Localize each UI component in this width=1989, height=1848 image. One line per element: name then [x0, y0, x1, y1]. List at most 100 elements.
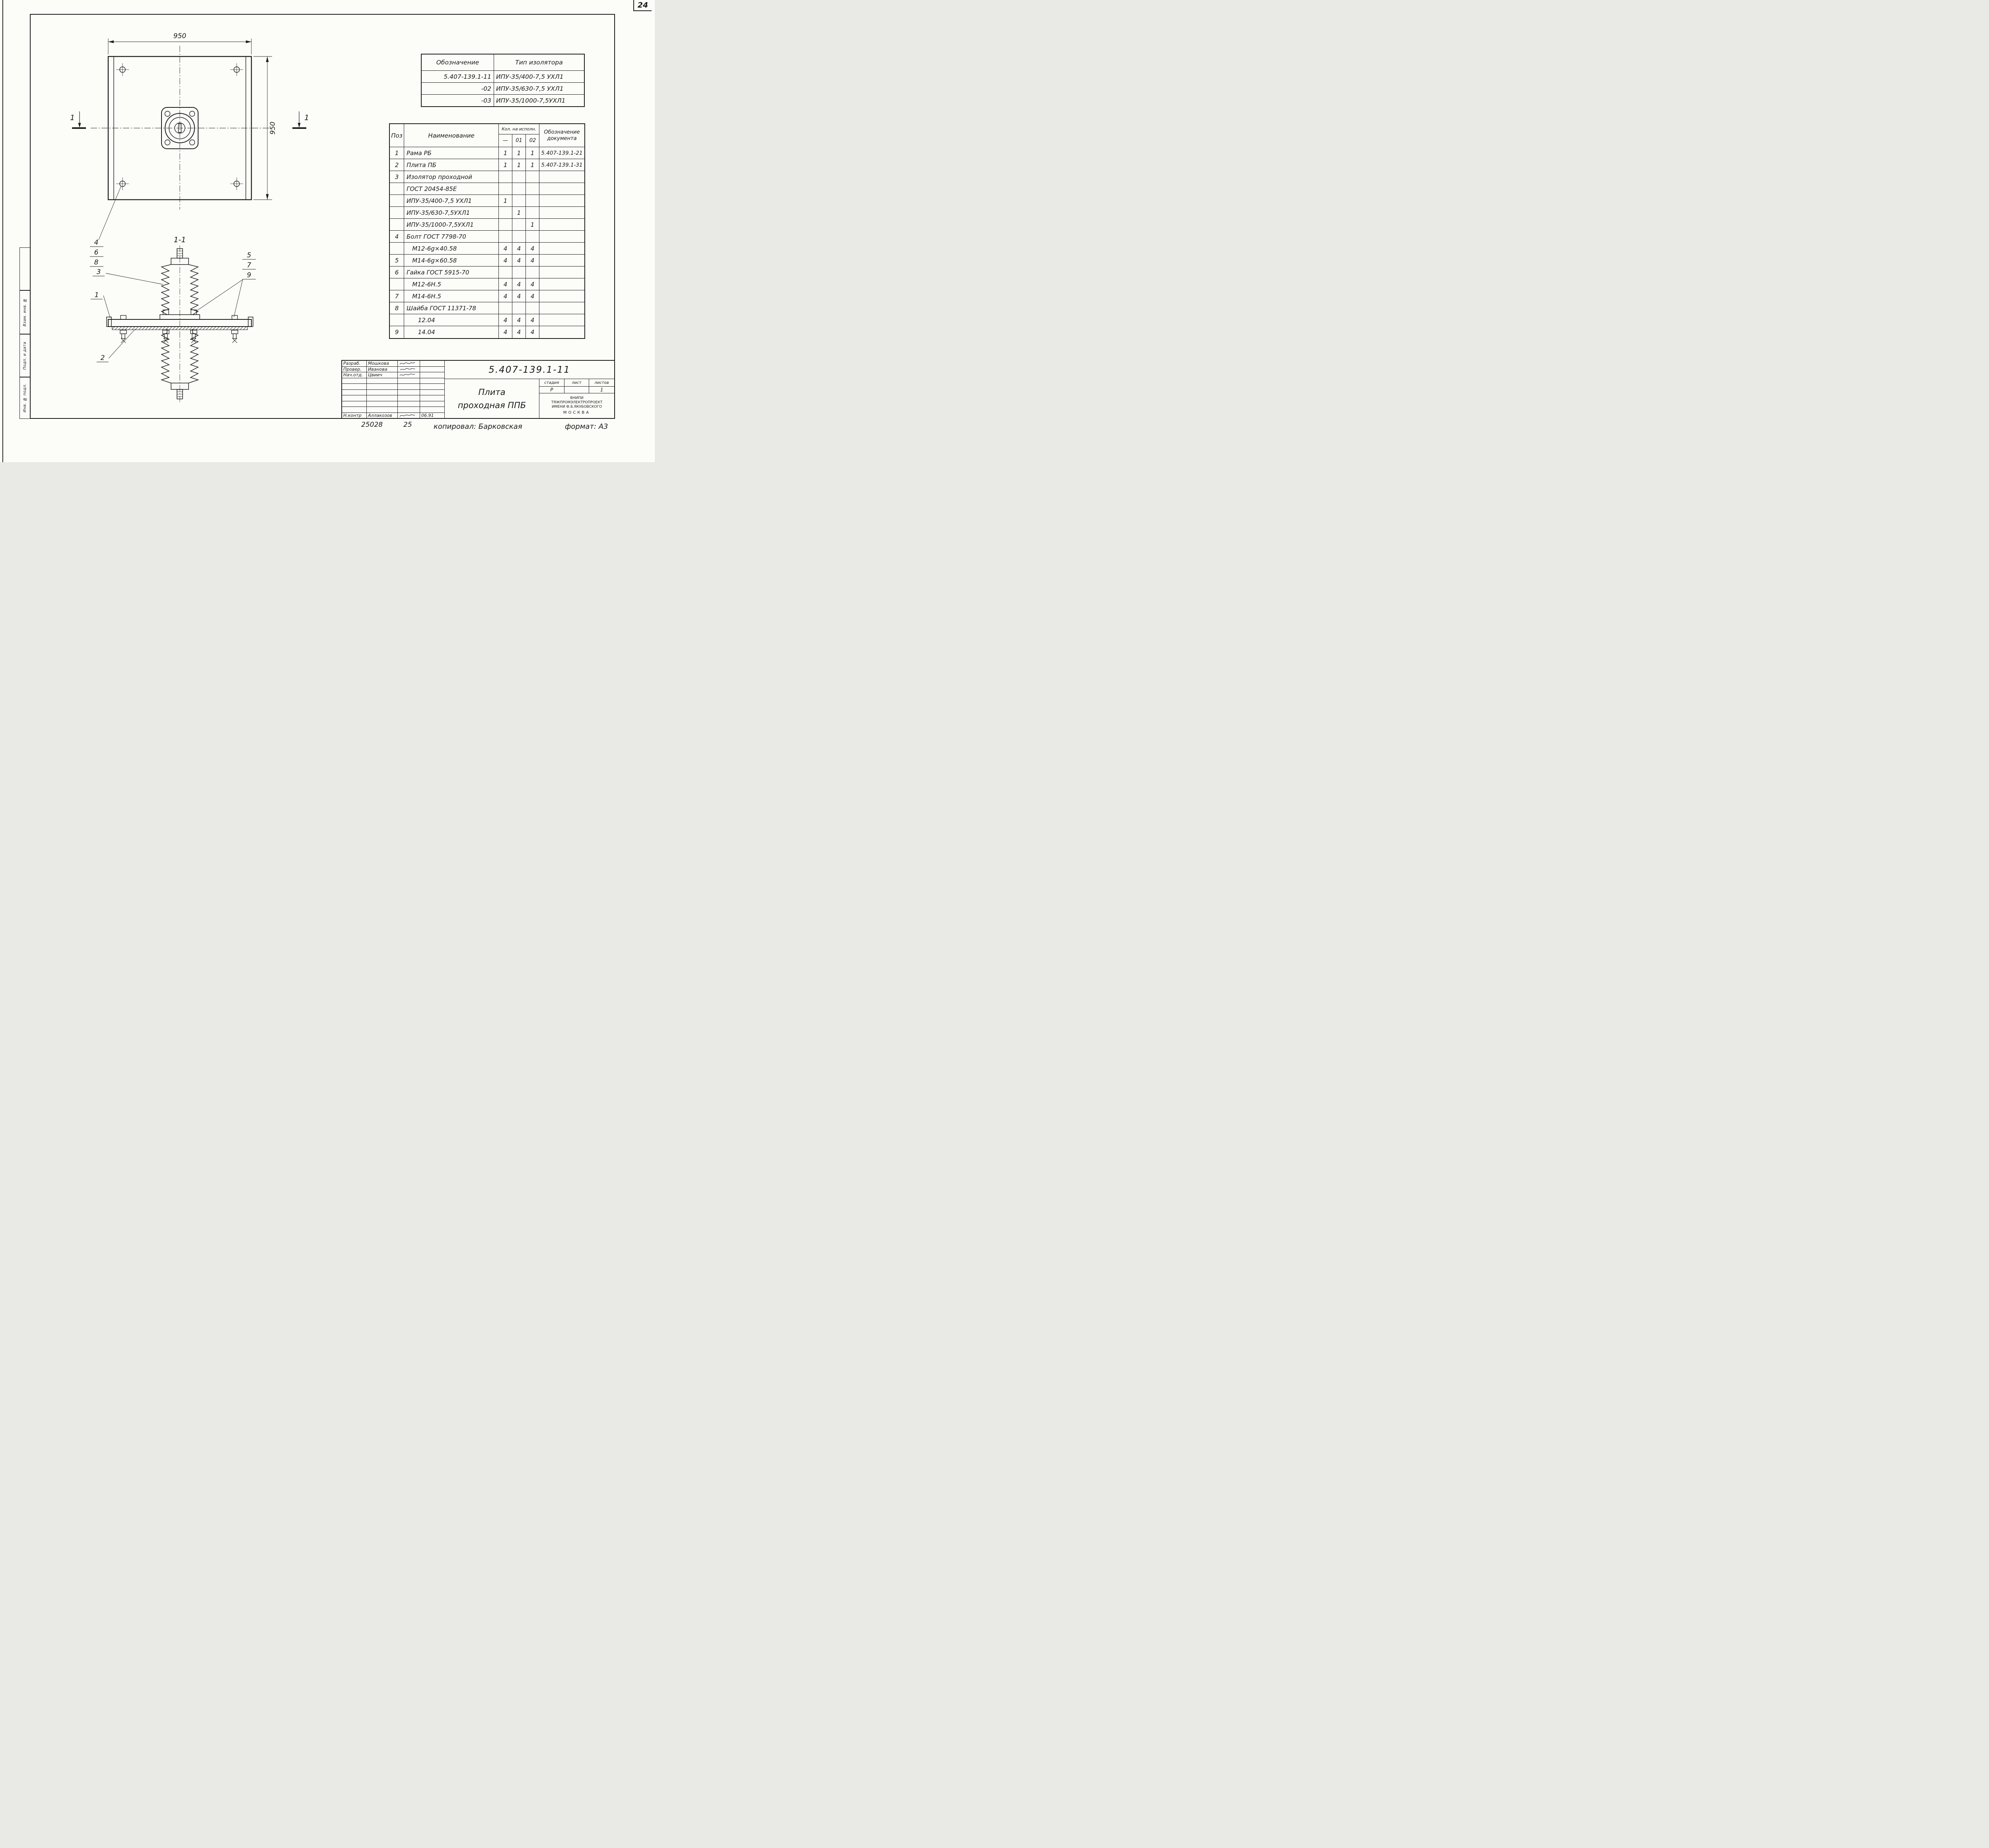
sheet-column-label: лист [564, 379, 590, 386]
part-qty-01 [512, 267, 526, 278]
part-qty-01: 1 [512, 207, 526, 218]
part-qty-01 [512, 195, 526, 206]
part-qty-base [499, 183, 512, 195]
parts-col-qty-02: 02 [529, 138, 536, 144]
part-qty-02 [526, 231, 539, 242]
parts-table-row: 5 М14-6g×60.58 4 4 4 [390, 255, 584, 267]
part-qty-02: 4 [526, 326, 539, 338]
part-qty-01: 4 [512, 290, 526, 302]
part-qty-base [499, 302, 512, 314]
signature-scribble [399, 414, 415, 417]
corner-holes [119, 66, 240, 187]
lower-sheds [188, 329, 199, 383]
part-position [390, 195, 404, 206]
part-name: 12.04 [404, 314, 499, 326]
part-name: Гайка ГОСТ 5915-70 [404, 267, 499, 278]
callout-bolt-m14: 5 [247, 251, 251, 259]
type-table-col-designation: Обозначение [422, 54, 494, 70]
part-position: 1 [390, 147, 404, 159]
part-qty-01: 4 [512, 326, 526, 338]
part-document [539, 326, 584, 338]
part-qty-base [499, 231, 512, 242]
part-document [539, 314, 584, 326]
part-qty-02: 4 [526, 314, 539, 326]
part-qty-base: 4 [499, 255, 512, 266]
type-table-col-type: Тип изолятора [515, 59, 563, 66]
org-city: МОСКВА [563, 410, 591, 415]
signature-row: Разраб. Мошкова [342, 361, 444, 367]
part-position [390, 243, 404, 254]
insulator-type-table: Обозначение Тип изолятора 5.407-139.1-11… [421, 54, 585, 107]
signature-name: Иванова [367, 366, 398, 372]
part-document [539, 302, 584, 314]
signature-date [420, 361, 444, 366]
parts-table-row: ИПУ-35/400-7,5 УХЛ1 1 [390, 195, 584, 207]
bolts [120, 309, 238, 339]
part-position: 2 [390, 159, 404, 171]
parts-table-row: М12-6Н.5 4 4 4 [390, 278, 584, 290]
stage-value: Р [539, 387, 564, 393]
drawing-title-line1: Плита [478, 387, 506, 397]
part-qty-base: 4 [499, 278, 512, 290]
part-position [390, 219, 404, 230]
type-designation: -02 [422, 83, 494, 94]
type-table-header: Обозначение Тип изолятора [422, 54, 584, 70]
part-position [390, 183, 404, 195]
part-qty-02 [526, 195, 539, 206]
part-qty-02: 4 [526, 243, 539, 254]
part-qty-01 [512, 302, 526, 314]
callout-frame: 1 [95, 291, 99, 299]
margin-stamp-label: Инв. № подл. [23, 383, 27, 412]
part-qty-02 [526, 183, 539, 195]
part-position [390, 207, 404, 218]
dimension-side-label: 950 [269, 122, 277, 134]
section-cut-marks [72, 111, 306, 129]
margin-stamp-inv-podl: Инв. № подл. [19, 377, 30, 419]
parts-table-body: 1 Рама РБ 1 1 1 5.407-139.1-21 2 Плита П… [390, 147, 584, 338]
part-qty-01: 4 [512, 243, 526, 254]
parts-table-row: 8 Шайба ГОСТ 11371-78 [390, 302, 584, 314]
signature-date [420, 367, 444, 372]
part-document [539, 243, 584, 254]
parts-qty-group-label: Кол. на исполн. [499, 124, 539, 134]
part-position [390, 278, 404, 290]
type-table-body: 5.407-139.1-11 ИПУ-35/400-7,5 УХЛ1 -02 И… [422, 70, 584, 106]
plan-view [72, 39, 306, 210]
part-name: Шайба ГОСТ 11371-78 [404, 302, 499, 314]
signature-scribble [399, 362, 415, 365]
insulator-flange [161, 107, 199, 149]
parts-table: Поз Наименование Кол. на исполн. — 01 02… [389, 123, 585, 339]
signature-role: Провер. [342, 366, 367, 372]
part-name: ИПУ-35/400-7,5 УХЛ1 [404, 195, 499, 206]
parts-table-row: 2 Плита ПБ 1 1 1 5.407-139.1-31 [390, 159, 584, 171]
part-position: 8 [390, 302, 404, 314]
part-position: 4 [390, 231, 404, 242]
parts-col-qty-group: Кол. на исполн. — 01 02 [499, 124, 539, 147]
part-name: Рама РБ [404, 147, 499, 159]
part-position: 6 [390, 267, 404, 278]
sheet-number: 24 [633, 0, 652, 11]
part-name: М14-6Н.5 [404, 290, 499, 302]
callout-plate: 2 [101, 354, 105, 362]
part-qty-base: 4 [499, 326, 512, 338]
org-line: ВНИПИ [570, 396, 584, 400]
signature-scribble [400, 368, 415, 370]
signature-date: 06.91 [421, 412, 434, 418]
part-qty-01 [512, 231, 526, 242]
drawing-title: Плита проходная ППБ [445, 379, 539, 418]
part-position: 9 [390, 326, 404, 338]
format-label: формат: А3 [565, 422, 608, 431]
part-qty-base: 4 [499, 290, 512, 302]
sheets-value: 1 [600, 387, 603, 393]
section-mark-right-label: 1 [304, 113, 309, 122]
part-qty-02 [526, 207, 539, 218]
part-name: М12-6Н.5 [404, 278, 499, 290]
part-qty-02: 1 [526, 159, 539, 171]
parts-col-qty-base: — [499, 134, 512, 147]
binding-edge-line [2, 0, 3, 462]
part-qty-base [499, 267, 512, 278]
part-document [539, 219, 584, 230]
callout-nut-m12: 6 [94, 249, 99, 257]
part-qty-base: 1 [499, 147, 512, 159]
part-name: Изолятор проходной [404, 171, 499, 183]
